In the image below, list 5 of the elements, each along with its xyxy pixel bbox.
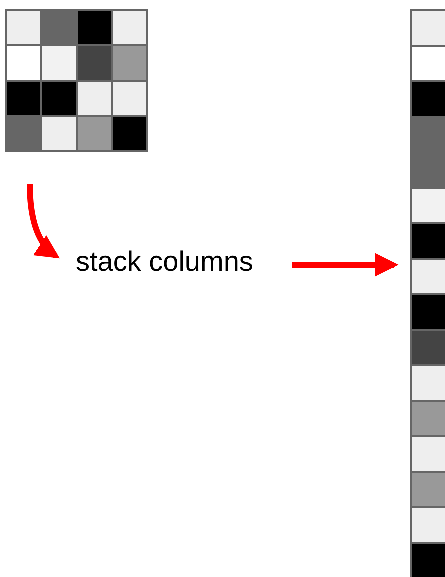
step-label: stack columns — [76, 244, 254, 280]
arrow — [292, 253, 399, 277]
stacked-column-vector — [410, 9, 445, 577]
matrix-grid — [5, 9, 148, 152]
arrow — [27, 184, 60, 259]
